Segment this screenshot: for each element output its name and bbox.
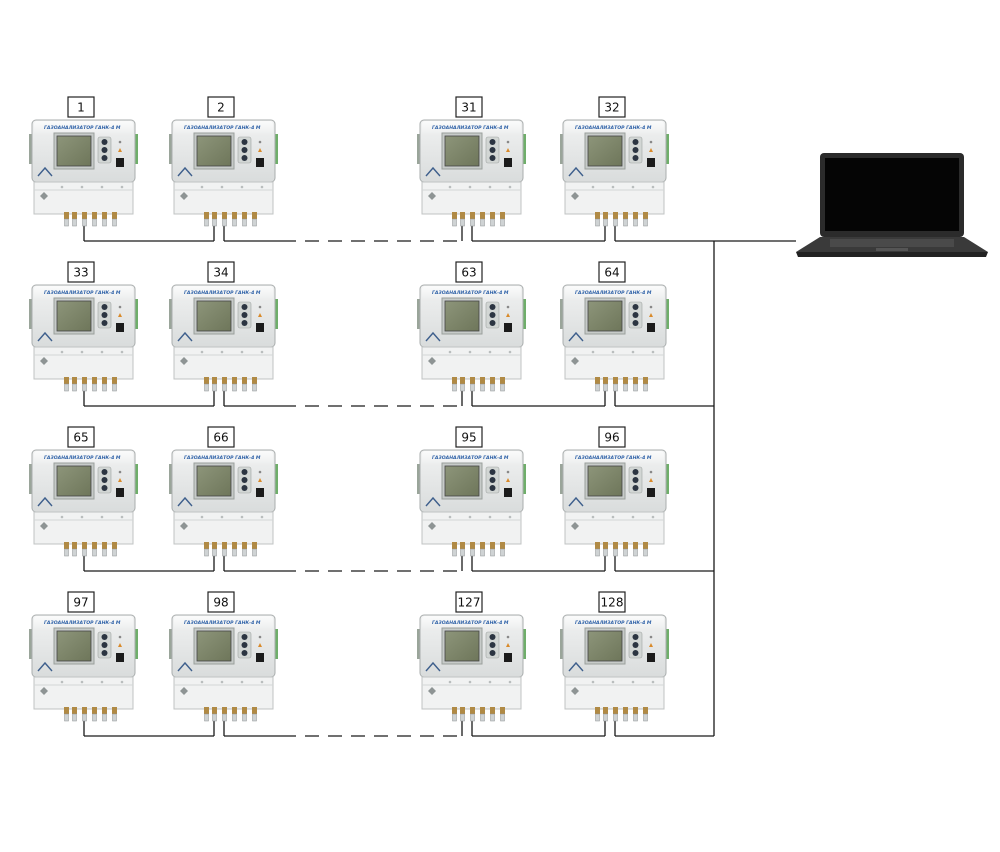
device-number: 64 bbox=[604, 266, 619, 280]
device-title: ГАЗОАНАЛИЗАТОР ГАНК-4 М bbox=[184, 290, 261, 296]
device-number-badge: 97 bbox=[67, 591, 95, 613]
device-title: ГАЗОАНАЛИЗАТОР ГАНК-4 М bbox=[575, 290, 652, 296]
device-title: ГАЗОАНАЛИЗАТОР ГАНК-4 М bbox=[575, 620, 652, 626]
device-number: 65 bbox=[73, 431, 88, 445]
device-title: ГАЗОАНАЛИЗАТОР ГАНК-4 М bbox=[432, 620, 509, 626]
device-title: ГАЗОАНАЛИЗАТОР ГАНК-4 М bbox=[575, 455, 652, 461]
device-title: ГАЗОАНАЛИЗАТОР ГАНК-4 М bbox=[432, 290, 509, 296]
device-number-badge: 127 bbox=[455, 591, 483, 613]
device-title: ГАЗОАНАЛИЗАТОР ГАНК-4 М bbox=[432, 125, 509, 131]
device-number-badge: 33 bbox=[67, 261, 95, 283]
device-title: ГАЗОАНАЛИЗАТОР ГАНК-4 М bbox=[44, 620, 121, 626]
device-number: 33 bbox=[73, 266, 88, 280]
device-number-badge: 2 bbox=[207, 96, 235, 118]
device-number-badge: 31 bbox=[455, 96, 483, 118]
device-number: 96 bbox=[604, 431, 619, 445]
device-number: 128 bbox=[601, 596, 624, 610]
device-number-badge: 128 bbox=[598, 591, 626, 613]
device-number: 95 bbox=[461, 431, 476, 445]
device-title: ГАЗОАНАЛИЗАТОР ГАНК-4 М bbox=[184, 125, 261, 131]
device-number: 2 bbox=[217, 101, 225, 115]
connection-wires bbox=[83, 226, 796, 737]
device-number-badge: 1 bbox=[67, 96, 95, 118]
device-number: 97 bbox=[73, 596, 88, 610]
device-number: 31 bbox=[461, 101, 476, 115]
device-number-badge: 96 bbox=[598, 426, 626, 448]
device-title: ГАЗОАНАЛИЗАТОР ГАНК-4 М bbox=[184, 455, 261, 461]
device-number: 127 bbox=[458, 596, 481, 610]
device-number: 66 bbox=[213, 431, 228, 445]
laptop-icon bbox=[796, 153, 988, 257]
device-number-badge: 34 bbox=[207, 261, 235, 283]
device-title: ГАЗОАНАЛИЗАТОР ГАНК-4 М bbox=[44, 290, 121, 296]
device-number-badge: 66 bbox=[207, 426, 235, 448]
device-number-badge: 64 bbox=[598, 261, 626, 283]
device-number: 63 bbox=[461, 266, 476, 280]
device-title: ГАЗОАНАЛИЗАТОР ГАНК-4 М bbox=[432, 455, 509, 461]
device-number-badge: 63 bbox=[455, 261, 483, 283]
device-title: ГАЗОАНАЛИЗАТОР ГАНК-4 М bbox=[575, 125, 652, 131]
device-title: ГАЗОАНАЛИЗАТОР ГАНК-4 М bbox=[184, 620, 261, 626]
device-number-badge: 65 bbox=[67, 426, 95, 448]
device-number-badge: 32 bbox=[598, 96, 626, 118]
device-number-badge: 95 bbox=[455, 426, 483, 448]
device-title: ГАЗОАНАЛИЗАТОР ГАНК-4 М bbox=[44, 125, 121, 131]
device-number: 34 bbox=[213, 266, 228, 280]
device-number-badge: 98 bbox=[207, 591, 235, 613]
device-number: 1 bbox=[77, 101, 85, 115]
device-number: 32 bbox=[604, 101, 619, 115]
device-title: ГАЗОАНАЛИЗАТОР ГАНК-4 М bbox=[44, 455, 121, 461]
device-number: 98 bbox=[213, 596, 228, 610]
